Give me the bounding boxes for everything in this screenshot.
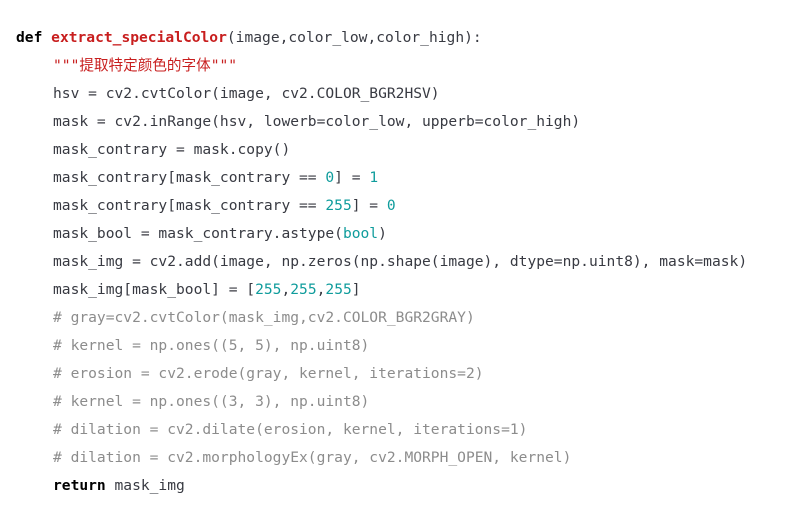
number-literal: 0 xyxy=(325,169,335,186)
code-line-mask-contrary-zero: mask_contrary[mask_contrary == 0] = 1 xyxy=(0,164,800,192)
keyword-def: def xyxy=(16,29,43,46)
number-literal: 255 xyxy=(255,281,282,298)
code-line-comment: # dilation = cv2.dilate(erosion, kernel,… xyxy=(0,416,800,444)
code-line-mask-contrary: mask_contrary = mask.copy() xyxy=(0,136,800,164)
number-literal: 0 xyxy=(386,197,396,214)
code-comment: # gray=cv2.cvtColor(mask_img,cv2.COLOR_B… xyxy=(53,309,475,326)
code-text: ] = xyxy=(334,169,370,186)
code-text: ) xyxy=(378,225,387,242)
code-comment: # kernel = np.ones((5, 5), np.uint8) xyxy=(53,337,370,354)
code-text: mask_img = cv2.add(image, np.zeros(np.sh… xyxy=(53,253,748,270)
code-text: mask_contrary[mask_contrary == xyxy=(53,169,326,186)
code-text: , xyxy=(316,281,326,298)
code-line-mask: mask = cv2.inRange(hsv, lowerb=color_low… xyxy=(0,108,800,136)
code-line-mask-contrary-255: mask_contrary[mask_contrary == 255] = 0 xyxy=(0,192,800,220)
docstring: """提取特定颜色的字体""" xyxy=(53,57,238,74)
number-literal: 255 xyxy=(290,281,317,298)
code-text: ] = xyxy=(351,197,387,214)
code-line-def: def extract_specialColor(image,color_low… xyxy=(0,24,800,52)
code-line-comment: # erosion = cv2.erode(gray, kernel, iter… xyxy=(0,360,800,388)
code-comment: # erosion = cv2.erode(gray, kernel, iter… xyxy=(53,365,484,382)
code-line-docstring: """提取特定颜色的字体""" xyxy=(0,52,800,80)
keyword-return: return xyxy=(53,477,106,494)
code-line-return: return mask_img xyxy=(0,472,800,500)
code-text: hsv = cv2.cvtColor(image, cv2.COLOR_BGR2… xyxy=(53,85,440,102)
number-literal: 255 xyxy=(325,197,352,214)
code-text: mask_img[mask_bool] = [ xyxy=(53,281,256,298)
number-literal: 1 xyxy=(369,169,379,186)
code-text: mask = cv2.inRange(hsv, lowerb=color_low… xyxy=(53,113,581,130)
code-comment: # dilation = cv2.morphologyEx(gray, cv2.… xyxy=(53,449,572,466)
code-comment: # kernel = np.ones((3, 3), np.uint8) xyxy=(53,393,370,410)
code-line-comment: # kernel = np.ones((5, 5), np.uint8) xyxy=(0,332,800,360)
code-text: mask_contrary = mask.copy() xyxy=(53,141,291,158)
code-line-comment: # kernel = np.ones((3, 3), np.uint8) xyxy=(0,388,800,416)
code-line-hsv: hsv = cv2.cvtColor(image, cv2.COLOR_BGR2… xyxy=(0,80,800,108)
function-name: extract_specialColor xyxy=(51,29,227,46)
code-line-mask-img: mask_img = cv2.add(image, np.zeros(np.sh… xyxy=(0,248,800,276)
code-line-comment: # gray=cv2.cvtColor(mask_img,cv2.COLOR_B… xyxy=(0,304,800,332)
number-literal: 255 xyxy=(325,281,352,298)
code-comment: # dilation = cv2.dilate(erosion, kernel,… xyxy=(53,421,528,438)
function-params: (image,color_low,color_high): xyxy=(226,29,482,46)
code-text: ] xyxy=(351,281,361,298)
code-text: , xyxy=(281,281,291,298)
builtin-bool: bool xyxy=(342,225,379,242)
code-line-mask-img-assign: mask_img[mask_bool] = [255,255,255] xyxy=(0,276,800,304)
code-line-mask-bool: mask_bool = mask_contrary.astype(bool) xyxy=(0,220,800,248)
code-line-comment: # dilation = cv2.morphologyEx(gray, cv2.… xyxy=(0,444,800,472)
code-text: mask_bool = mask_contrary.astype( xyxy=(53,225,343,242)
code-text: mask_contrary[mask_contrary == xyxy=(53,197,326,214)
code-text: mask_img xyxy=(105,477,185,494)
